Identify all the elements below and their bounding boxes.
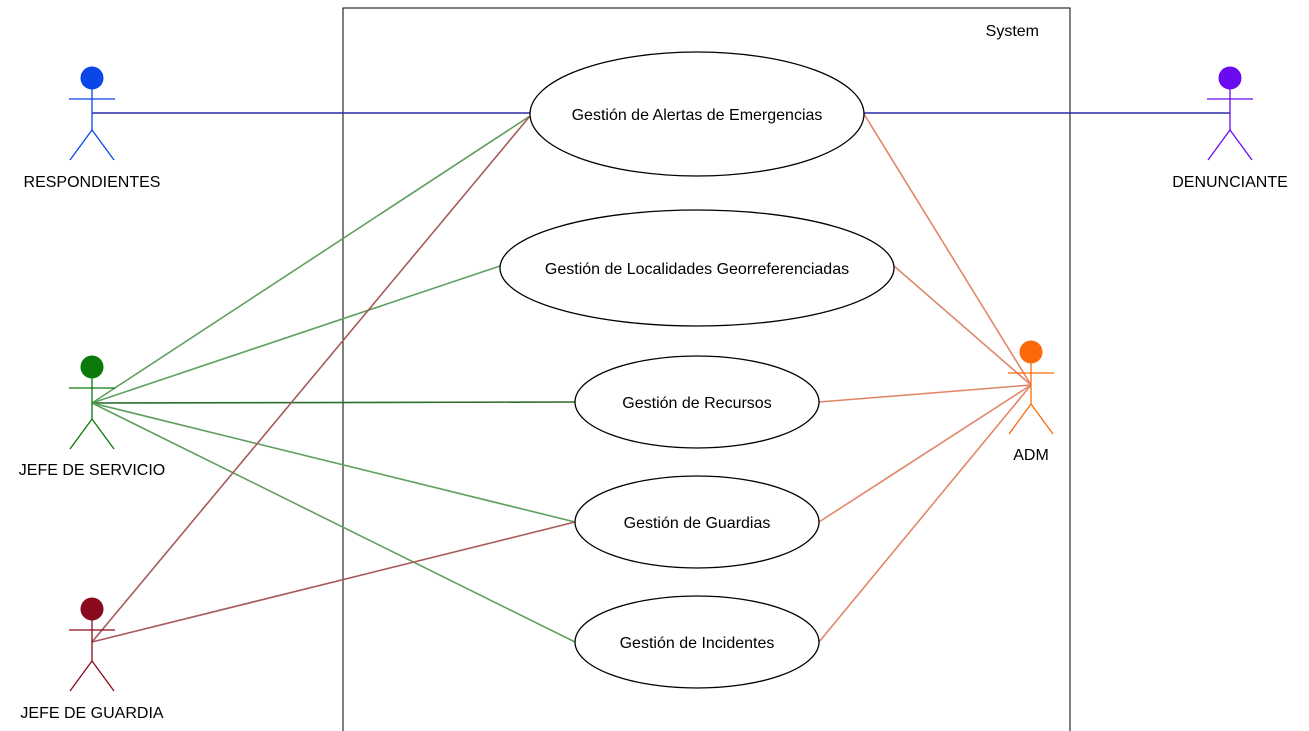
use-case-label: Gestión de Incidentes [620,635,775,652]
association-jefe-servicio-uc-localidades [91,265,501,404]
use-case-ellipse [574,355,820,449]
association-jefe-guardia-uc-guardias [91,521,576,643]
use-case-label: Gestión de Recursos [622,395,771,412]
actors: RESPONDIENTES JEFE DE SERVICIO JEFE DE GUA… [19,66,1288,722]
actor-left-leg [1207,129,1231,161]
association-jefe-servicio-uc-alertas [91,115,531,404]
association-lines [91,112,1230,643]
use-case-ellipse [574,475,820,569]
use-case-label: Gestión de Guardias [624,515,771,532]
use-case-guardias[interactable]: Gestión de Guardias [574,475,820,569]
actor-right-leg [1030,403,1054,435]
use-case-ellipse [529,51,865,177]
actor-head [80,355,104,379]
use-case-incidentes[interactable]: Gestión de Incidentes [574,595,820,689]
association-jefe-servicio-uc-guardias [91,402,576,523]
actor-head [80,66,104,90]
association-adm-uc-localidades [893,265,1032,386]
association-adm-uc-recursos [818,384,1032,403]
association-jefe-servicio-uc-recursos [91,401,576,404]
actor-left-leg [1008,403,1032,435]
association-adm-uc-incidentes [818,384,1032,643]
actor-head [80,597,104,621]
actor-label: JEFE DE GUARDIA [20,705,163,722]
actor-label: JEFE DE SERVICIO [19,462,165,479]
actor-head [1218,66,1242,90]
system-label: System [986,23,1039,40]
actor-right-leg [91,418,115,450]
actor-left-leg [69,418,93,450]
use-case-ellipse [499,209,895,327]
use-case-recursos[interactable]: Gestión de Recursos [574,355,820,449]
actor-label: ADM [1013,447,1049,464]
association-jefe-guardia-uc-alertas [91,115,531,643]
use-case-label: Gestión de Localidades Georreferenciadas [545,261,849,278]
actor-adm[interactable]: ADM [1008,340,1054,464]
actor-respondientes[interactable]: RESPONDIENTES [24,66,161,191]
actor-right-leg [91,129,115,161]
actor-left-leg [69,660,93,692]
actor-denunciante[interactable]: DENUNCIANTE [1172,66,1288,191]
association-adm-uc-alertas [863,113,1032,386]
association-jefe-servicio-uc-incidentes [91,402,576,643]
use-case-alertas[interactable]: Gestión de Alertas de Emergencias [529,51,865,177]
actor-head [1019,340,1043,364]
actor-label: RESPONDIENTES [24,174,161,191]
use-case-label: Gestión de Alertas de Emergencias [572,107,823,124]
actor-jefe-guardia[interactable]: JEFE DE GUARDIA [20,597,164,722]
actor-left-leg [69,129,93,161]
actor-right-leg [1229,129,1253,161]
actor-jefe-servicio[interactable]: JEFE DE SERVICIO [19,355,165,479]
actor-right-leg [91,660,115,692]
use-cases: Gestión de Alertas de EmergenciasGestión… [499,51,895,689]
use-case-localidades[interactable]: Gestión de Localidades Georreferenciadas [499,209,895,327]
use-case-ellipse [574,595,820,689]
actor-label: DENUNCIANTE [1172,174,1288,191]
association-adm-uc-guardias [818,384,1032,523]
